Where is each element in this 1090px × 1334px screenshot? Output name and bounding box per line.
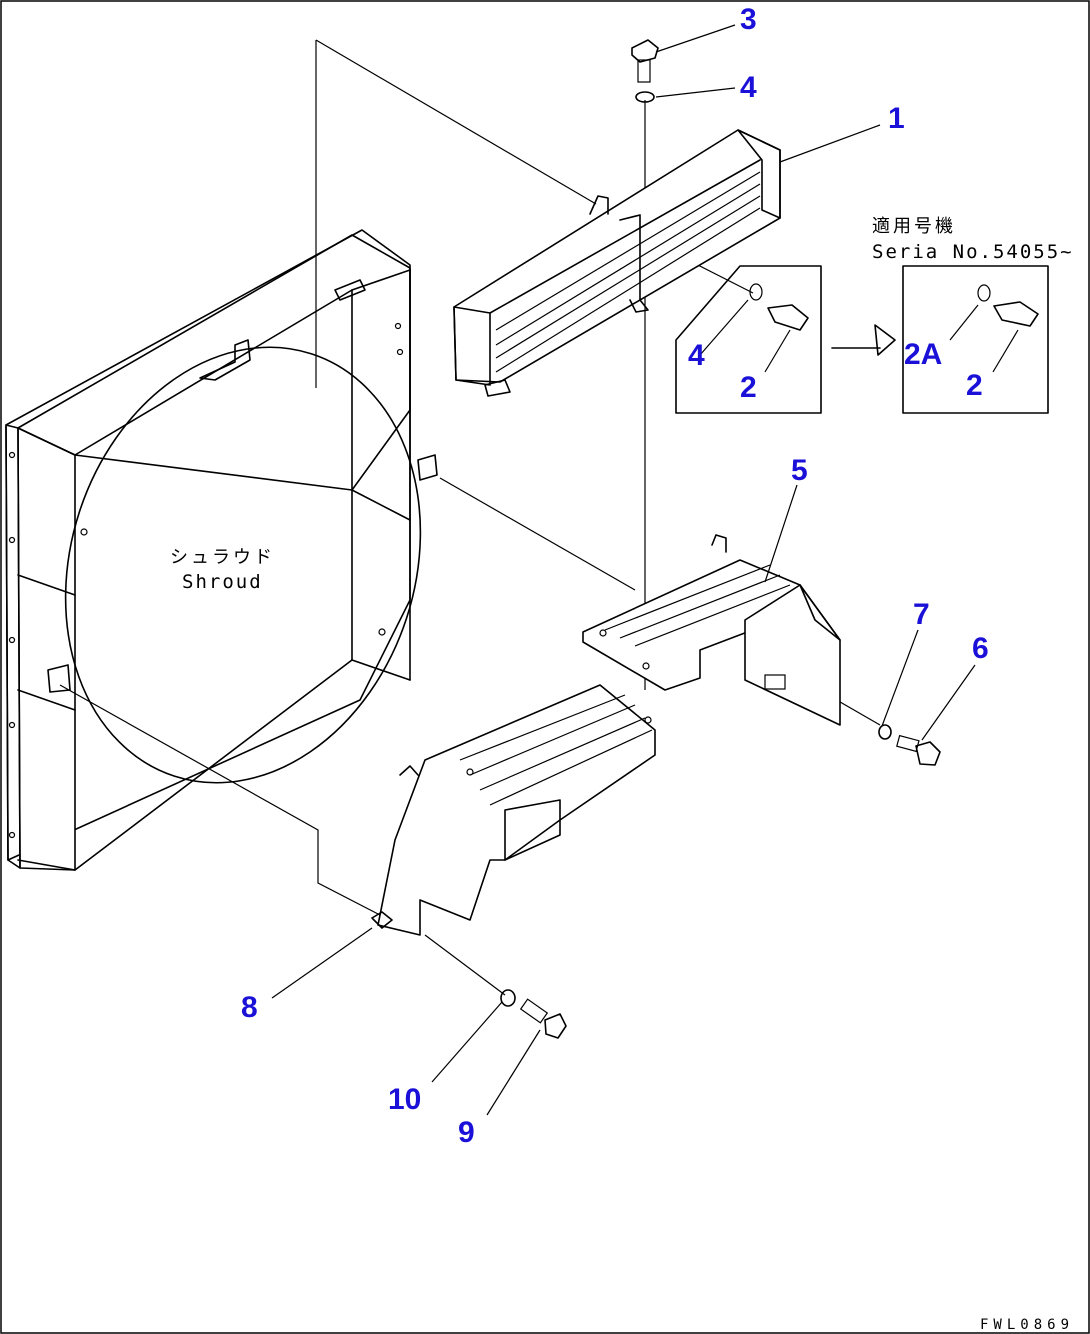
callout-1: 1: [888, 102, 905, 135]
callout-10: 10: [388, 1083, 421, 1116]
upper-cover-part-1: [453, 129, 781, 397]
washer-part-4: [635, 91, 655, 103]
callout-4-inset: 4: [688, 339, 705, 372]
bolt-part-3: [631, 39, 659, 83]
inset-box-serial: [902, 265, 1049, 414]
bolt-part-9: [519, 998, 567, 1039]
lower-left-cover: [371, 684, 656, 936]
bolt-part-6: [896, 734, 941, 766]
inset-box-original: [675, 265, 822, 414]
serial-label-en: Seria No.54055~: [872, 241, 1074, 263]
callout-2-inset: 2: [740, 371, 757, 404]
leader-lines: [271, 24, 976, 1116]
shroud-drawing: [5, 229, 438, 871]
lower-right-cover-part-5: [582, 534, 841, 726]
washer-part-10: [500, 989, 516, 1007]
callout-7: 7: [913, 598, 930, 631]
shroud-label-jp: シュラウド: [170, 547, 275, 568]
callout-3: 3: [740, 3, 757, 36]
arrow-icon: [831, 324, 896, 356]
drawing-code: FWL0869: [980, 1317, 1074, 1333]
callout-2-serial: 2: [966, 369, 983, 402]
washer-part-7: [878, 724, 892, 740]
callout-5: 5: [791, 454, 808, 487]
serial-label-jp: 適用号機: [872, 216, 956, 237]
callout-9: 9: [458, 1116, 475, 1149]
shroud-label-en: Shroud: [182, 571, 263, 593]
callout-6: 6: [972, 632, 989, 665]
callout-2a: 2A: [904, 338, 942, 371]
callout-4-top: 4: [740, 71, 757, 104]
callout-8: 8: [241, 991, 258, 1024]
